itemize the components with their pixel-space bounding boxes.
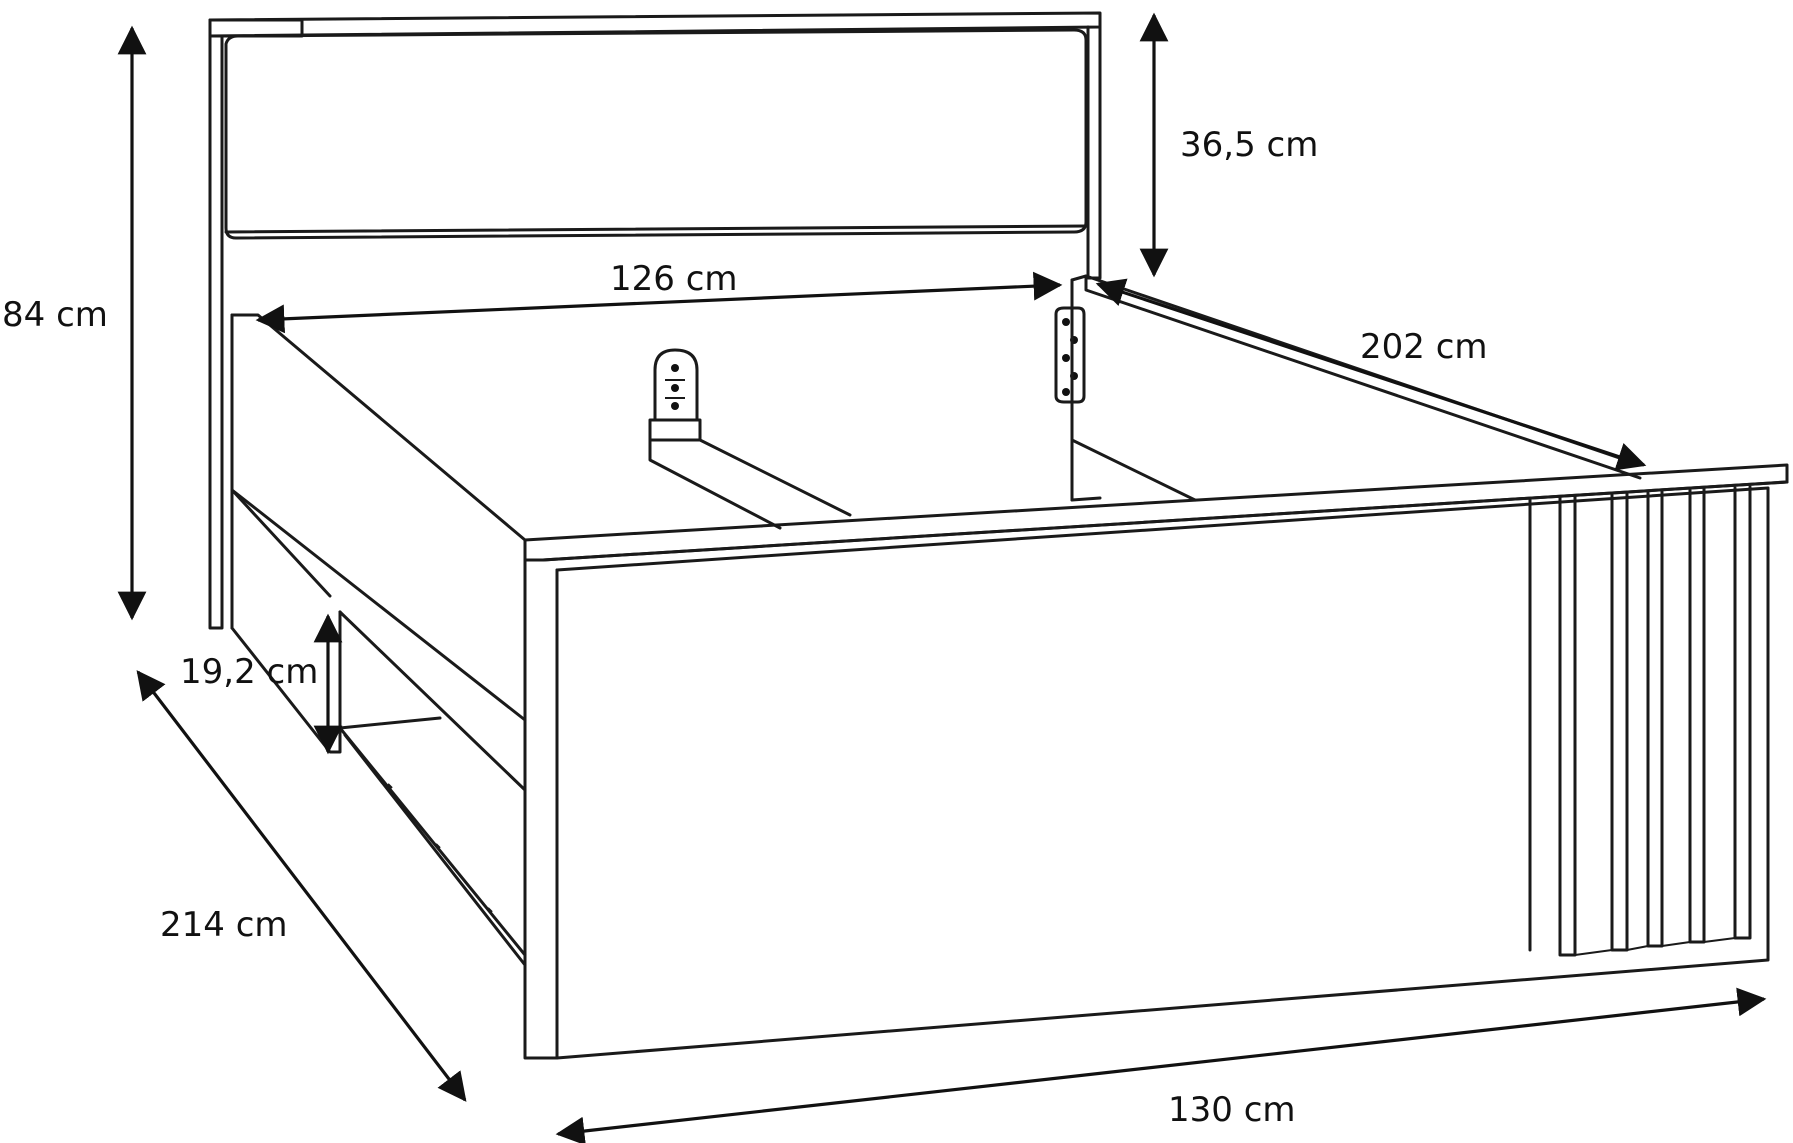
dim-length-214: [136, 670, 467, 1102]
right-side-rail: [1070, 274, 1642, 502]
dimension-lines: [117, 12, 1767, 1143]
dim-length-202: [1095, 278, 1647, 471]
dim-width-126: [255, 271, 1063, 334]
label-length-214: 214 cm: [160, 905, 288, 945]
slat-bracket: [648, 348, 852, 530]
label-length-202: 202 cm: [1360, 327, 1488, 367]
label-width-130: 130 cm: [1168, 1090, 1296, 1130]
label-drawer-19: 19,2 cm: [180, 652, 319, 692]
dim-width-130: [555, 987, 1767, 1143]
label-height-84: 84 cm: [2, 295, 108, 335]
footboard: [523, 463, 1789, 1060]
center-fitting: [1054, 306, 1086, 404]
headboard: [208, 11, 1102, 630]
label-width-126: 126 cm: [610, 259, 738, 299]
label-headboard-36: 36,5 cm: [1180, 125, 1319, 165]
